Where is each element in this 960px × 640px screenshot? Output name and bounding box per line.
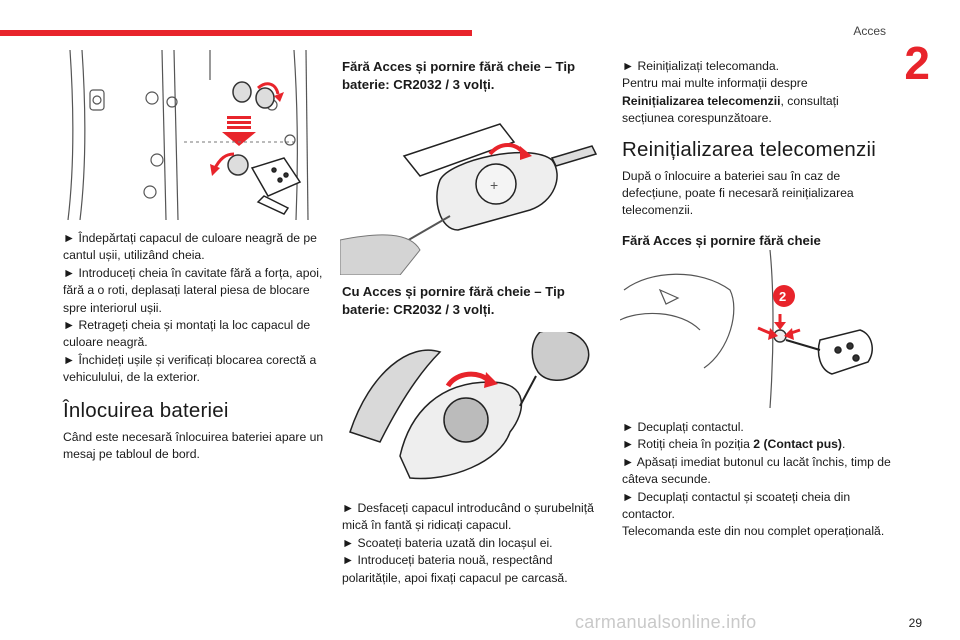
- left-step-2: ► Introduceți cheia în cavitate fără a f…: [63, 265, 323, 315]
- key-battery-illustration-2: [349, 332, 590, 480]
- right-step-2-text: ► Rotiți cheia în poziția: [622, 437, 754, 452]
- ignition-position: 2 (Contact pus): [753, 437, 842, 452]
- reinit-text: După o înlocuire a bateriei sau în caz d…: [622, 168, 854, 218]
- ignition-position-callout: 2: [779, 289, 786, 304]
- info-line-2: Reinițializarea telecomenzii, consultați…: [622, 93, 892, 128]
- right-step-2: ► Rotiți cheia în poziția 2 (Contact pus…: [622, 436, 892, 453]
- right-step-2-suffix: .: [842, 437, 846, 452]
- battery-text: Când este necesară înlocuirea bateriei a…: [63, 429, 324, 462]
- watermark: carmanualsonline.info: [575, 612, 757, 632]
- chapter-number: 2: [904, 37, 930, 89]
- right-step-3: ► Apăsați imediat butonul cu lacăt închi…: [622, 454, 891, 487]
- right-column-top: ► Reinițializați telecomanda. Pentru mai…: [622, 58, 892, 249]
- door-lock-illustration: [67, 50, 309, 220]
- middle-step-3: ► Introduceți bateria nouă, respectând p…: [342, 553, 568, 585]
- middle-heading-2-box: Cu Acces și pornire fără cheie – Tip bat…: [342, 283, 600, 318]
- reinit-step: ► Reinițializați telecomanda.: [622, 59, 780, 73]
- middle-column: ► Desfaceți capacul introducând o șurube…: [342, 500, 604, 587]
- info-link: Reinițializarea telecomenzii: [622, 93, 781, 108]
- right-column-bottom: ► Decuplați contactul. ► Rotiți cheia în…: [622, 419, 892, 541]
- left-step-4: ► Închideți ușile și verificați blocarea…: [63, 352, 317, 385]
- middle-heading-2: Cu Acces și pornire fără cheie – Tip bat…: [342, 284, 565, 317]
- middle-step-2: ► Scoateți bateria uzată din locașul ei.: [342, 535, 553, 550]
- info-suffix: , consultați secțiunea corespunzătoare.: [622, 93, 839, 126]
- chapter-color-bar: [0, 30, 472, 36]
- key-battery-illustration-1: +: [340, 123, 598, 275]
- page-number: 29: [908, 616, 922, 630]
- no-keyless-heading: Fără Acces și pornire fără cheie: [622, 232, 821, 248]
- right-step-4: ► Decuplați contactul și scoateți cheia …: [622, 489, 851, 522]
- reinit-heading: Reinițializarea telecomenzii: [622, 137, 876, 161]
- left-column: ► Îndepărtați capacul de culoare neagră …: [63, 230, 325, 463]
- left-step-1: ► Îndepărtați capacul de culoare neagră …: [63, 231, 317, 263]
- middle-heading-1-box: Fără Acces și pornire fără cheie – Tip b…: [342, 58, 600, 93]
- left-step-3: ► Retrageți cheia și montați la loc capa…: [63, 318, 311, 350]
- middle-step-1: ► Desfaceți capacul introducând o șurube…: [342, 501, 594, 533]
- svg-text:+: +: [490, 177, 498, 193]
- right-step-5: Telecomanda este din nou complet operați…: [622, 524, 885, 539]
- right-step-1: ► Decuplați contactul.: [622, 420, 744, 434]
- section-title: Acces: [853, 24, 886, 38]
- battery-heading: Înlocuirea bateriei: [63, 398, 229, 422]
- middle-heading-1: Fără Acces și pornire fără cheie – Tip b…: [342, 59, 576, 92]
- info-line-1: Pentru mai multe informații despre: [622, 76, 808, 91]
- ignition-illustration: 2: [620, 250, 873, 408]
